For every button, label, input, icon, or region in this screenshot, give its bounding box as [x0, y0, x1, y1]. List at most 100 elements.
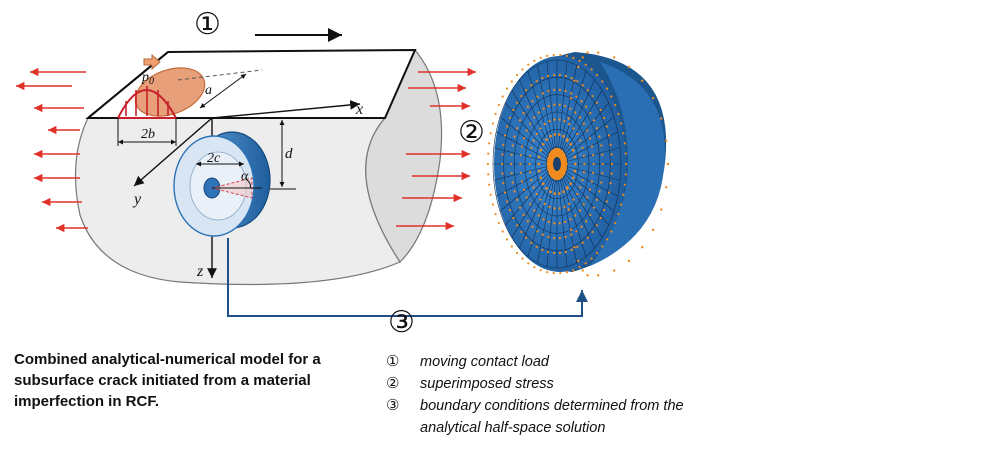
mesh-ring-line: [535, 129, 579, 199]
mesh-node: [610, 153, 613, 156]
mesh-node: [489, 193, 492, 196]
mesh-node: [501, 95, 504, 98]
mesh-node: [567, 117, 570, 120]
mesh-node: [598, 190, 601, 193]
mesh-node: [558, 103, 561, 106]
mesh-node: [582, 122, 585, 125]
mesh-node: [625, 162, 628, 166]
mesh-node: [506, 125, 509, 128]
mesh-node: [581, 269, 584, 272]
mesh-node: [583, 162, 586, 166]
mesh-node: [569, 228, 573, 232]
mesh-node: [624, 173, 627, 176]
mesh-node: [567, 208, 570, 211]
mesh-node: [530, 241, 533, 244]
contact-surface-plane: [85, 48, 417, 119]
legend-item-2: ② superimposed stress: [386, 373, 686, 395]
mesh-node: [607, 134, 611, 137]
mesh-node: [570, 248, 573, 251]
mesh-node: [599, 108, 602, 112]
mesh-node: [558, 118, 561, 121]
mesh-node: [522, 213, 525, 216]
mesh-node: [576, 192, 579, 196]
mesh-node: [558, 73, 562, 77]
mesh-node: [565, 186, 569, 189]
mesh-node: [563, 120, 566, 123]
mesh-node: [494, 112, 497, 116]
mesh-node: [617, 212, 620, 216]
mesh-node: [557, 192, 561, 195]
dim-a-line: [199, 73, 247, 109]
mesh-lines: [492, 59, 622, 269]
mesh-node: [564, 74, 567, 78]
mesh-node: [547, 235, 550, 239]
mesh-node: [581, 84, 584, 87]
label-y: y: [132, 191, 142, 208]
mesh-node: [581, 241, 584, 244]
mesh-node: [552, 53, 555, 57]
mesh-node: [543, 123, 546, 126]
mesh-node: [577, 259, 580, 263]
mesh-node: [571, 176, 575, 180]
mesh-node: [537, 162, 541, 166]
mesh-node: [576, 132, 579, 136]
mesh-node: [595, 127, 599, 130]
mesh-node: [521, 68, 524, 71]
mesh-node: [519, 171, 522, 174]
mesh-node: [529, 203, 532, 206]
mesh-node: [569, 107, 572, 110]
mesh-node: [548, 205, 551, 208]
mesh-node: [596, 274, 600, 277]
mesh-node: [623, 183, 626, 186]
mesh-node: [651, 228, 655, 232]
mesh-node: [542, 182, 545, 186]
label-d: d: [285, 146, 293, 162]
mesh-node: [601, 162, 604, 166]
mesh-node: [589, 213, 592, 216]
mesh-node: [532, 139, 535, 142]
mesh-node: [586, 51, 589, 54]
mesh-node: [515, 127, 519, 130]
marker-2: ②: [458, 116, 485, 149]
mesh-node: [520, 94, 523, 98]
mesh-node: [564, 250, 567, 254]
mesh-node: [515, 198, 519, 201]
mesh-node: [588, 188, 592, 191]
mesh-node: [612, 269, 616, 272]
mesh-node: [486, 162, 489, 166]
mesh-node: [582, 171, 586, 174]
mesh-node: [537, 169, 541, 173]
mesh-node: [552, 271, 555, 275]
mesh-node: [614, 221, 617, 225]
mesh-node: [488, 142, 491, 145]
mesh-node: [539, 176, 543, 180]
mesh-node: [512, 108, 515, 112]
mesh-node: [553, 103, 556, 106]
mesh-node: [526, 105, 529, 108]
mesh-node: [535, 192, 538, 196]
mesh-node: [609, 143, 612, 146]
mesh-node: [541, 77, 544, 80]
mesh-node: [586, 129, 589, 132]
mesh-node: [536, 95, 539, 98]
mesh-dome-side: [590, 62, 665, 266]
mesh-node: [541, 92, 544, 95]
mesh-node: [510, 162, 513, 166]
mesh-node: [558, 222, 561, 225]
mesh-node: [591, 94, 594, 98]
mesh-node: [535, 132, 538, 136]
mesh-node: [542, 142, 545, 146]
mesh-node: [547, 74, 550, 78]
mesh-ring-line: [503, 77, 611, 251]
mesh-node: [640, 246, 644, 249]
mesh-node: [581, 179, 584, 182]
mesh-node: [541, 233, 544, 236]
mesh-node: [501, 230, 504, 233]
bc-transfer-path: [227, 238, 588, 317]
mesh-node: [573, 155, 577, 159]
mesh-node: [511, 181, 514, 184]
mesh-node: [525, 236, 528, 239]
mesh-node: [553, 207, 556, 210]
mesh-node: [569, 218, 572, 221]
